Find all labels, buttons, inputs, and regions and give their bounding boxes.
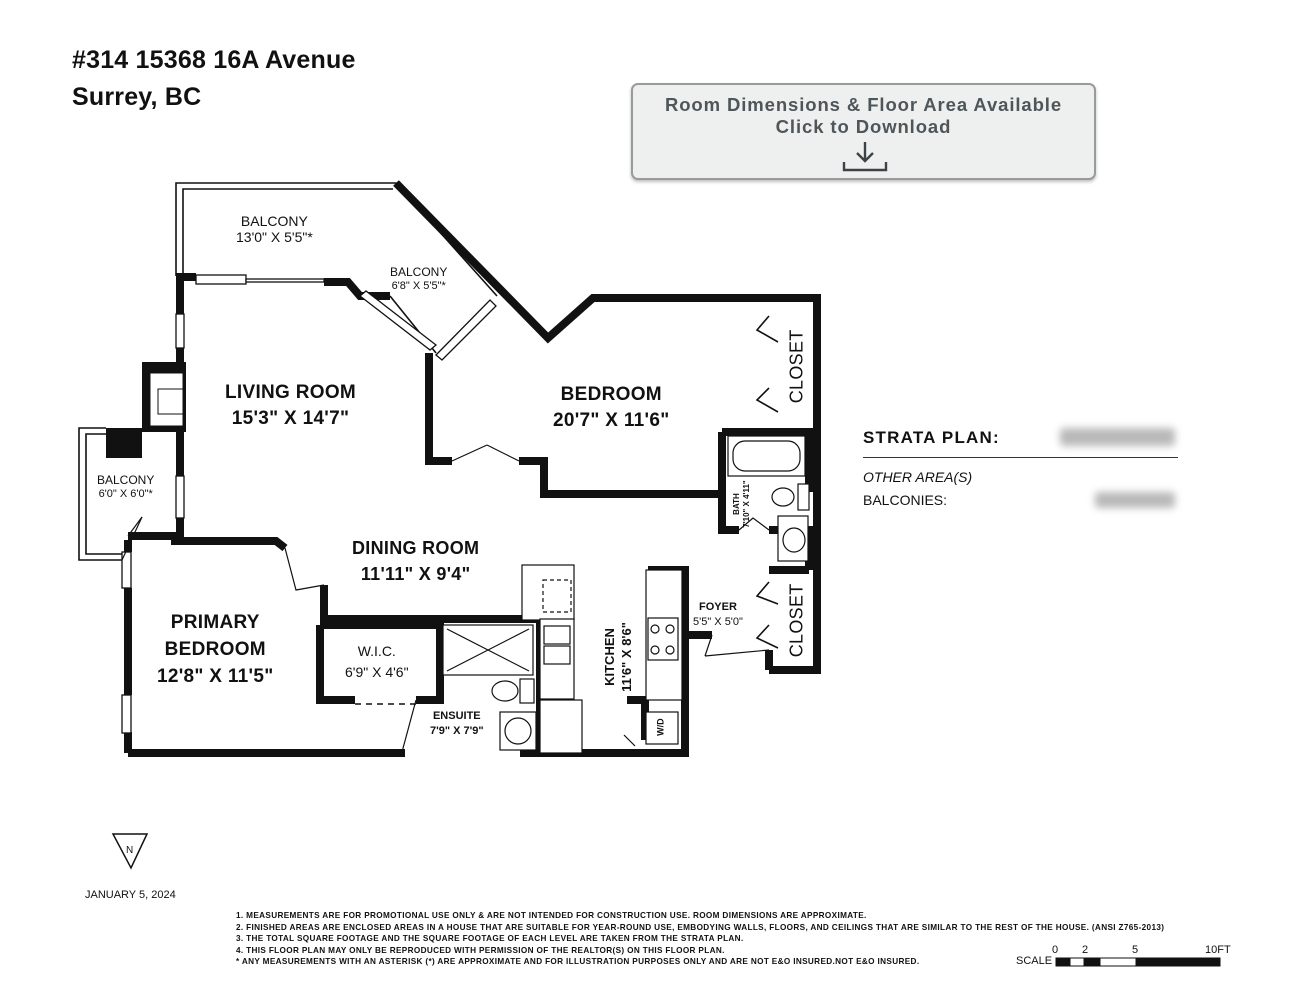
- note-line: 2. FINISHED AREAS ARE ENCLOSED AREAS IN …: [236, 922, 1165, 932]
- room-kitchen: KITCHEN 11'6" X 8'6": [601, 607, 635, 707]
- room-bedroom: BEDROOM 20'7" X 11'6": [553, 382, 670, 434]
- room-size: 13'0" X 5'5"*: [236, 229, 313, 246]
- closet-doors: [355, 315, 779, 705]
- closet-lower: CLOSET: [786, 583, 807, 658]
- room-size: 11'11" X 9'4": [360, 564, 471, 584]
- redacted-balconies-area: [1095, 492, 1175, 508]
- room-balcony-top: BALCONY 13'0" X 5'5"*: [236, 213, 313, 245]
- room-name: ENSUITE: [432, 710, 481, 722]
- room-name: PRIMARY: [170, 612, 260, 633]
- room-foyer: FOYER 5'5" X 5'0": [693, 600, 743, 630]
- room-name: W.I.C.: [357, 643, 396, 659]
- disclaimer-notes: 1. MEASUREMENTS ARE FOR PROMOTIONAL USE …: [236, 910, 1164, 968]
- room-size: 11'6" X 8'6": [619, 622, 634, 692]
- room-size: 5'5" X 5'0": [693, 616, 743, 628]
- room-name: BALCONY: [390, 265, 448, 279]
- strata-divider: [863, 457, 1178, 458]
- room-size: 15'3" X 14'7": [231, 408, 350, 429]
- windows: [121, 274, 325, 734]
- note-line: 3. THE TOTAL SQUARE FOOTAGE AND THE SQUA…: [236, 934, 744, 944]
- corner-glass-doors: [358, 290, 497, 361]
- ensuite-fixtures: [442, 624, 537, 751]
- address-line-1: #314 15368 16A Avenue: [72, 46, 356, 74]
- room-name: FOYER: [699, 601, 737, 613]
- kitchen-fixtures: [521, 564, 683, 754]
- scale-tick: 10FT: [1205, 944, 1231, 956]
- room-bath: BATH 7'10" X 4'11": [732, 474, 752, 534]
- room-living: LIVING ROOM 15'3" X 14'7": [225, 380, 356, 432]
- room-name: LIVING ROOM: [225, 382, 357, 403]
- address-line-2: Surrey, BC: [72, 83, 202, 111]
- compass-icon: [111, 833, 149, 870]
- room-name: DINING ROOM: [352, 538, 480, 558]
- room-size: 6'8" X 5'5"*: [391, 279, 446, 292]
- note-line: 1. MEASUREMENTS ARE FOR PROMOTIONAL USE …: [236, 911, 867, 920]
- other-areas-label: OTHER AREA(S): [863, 469, 973, 485]
- bath-fixtures: [727, 435, 810, 562]
- download-button-line1: Room Dimensions & Floor Area Available: [664, 94, 1063, 115]
- room-name: KITCHEN: [602, 628, 617, 686]
- room-wic: W.I.C. 6'9" X 4'6": [345, 641, 409, 683]
- plan-date: JANUARY 5, 2024: [85, 889, 176, 901]
- washer-dryer-label: W/D: [655, 718, 666, 736]
- redacted-strata-area: [1060, 428, 1175, 446]
- room-size: 6'9" X 4'6": [345, 664, 409, 680]
- balconies-label: BALCONIES:: [863, 492, 948, 508]
- room-name: BALCONY: [97, 473, 155, 487]
- fireplace: [149, 372, 184, 427]
- scale-tick: 2: [1082, 944, 1089, 956]
- door-swings: [121, 444, 770, 753]
- room-name: BATH: [732, 493, 741, 515]
- compass-label: N: [126, 845, 134, 856]
- room-size: 6'0" X 6'0"*: [98, 487, 153, 500]
- room-ensuite: ENSUITE 7'9" X 7'9": [430, 709, 484, 739]
- room-balcony-corner: BALCONY 6'8" X 5'5"*: [390, 265, 448, 292]
- room-name: BEDROOM: [560, 384, 662, 405]
- download-floor-area-button[interactable]: Room Dimensions & Floor Area Available C…: [631, 83, 1096, 180]
- room-size: 7'9" X 7'9": [430, 725, 484, 737]
- note-line: * ANY MEASUREMENTS WITH AN ASTERISK (*) …: [236, 957, 920, 967]
- scale-tick: 5: [1132, 944, 1139, 956]
- room-name: BALCONY: [240, 213, 308, 229]
- scale-tick: 0: [1052, 944, 1059, 956]
- download-icon: [842, 142, 888, 172]
- room-balcony-left: BALCONY 6'0" X 6'0"*: [97, 473, 155, 500]
- strata-plan-title: STRATA PLAN:: [863, 428, 1000, 447]
- room-size: 7'10" X 4'11": [742, 480, 751, 528]
- scale-label: SCALE: [1016, 955, 1053, 967]
- room-size: 20'7" X 11'6": [553, 410, 670, 431]
- room-size: 12'8" X 11'5": [157, 666, 274, 687]
- note-line: 4. THIS FLOOR PLAN MAY ONLY BE REPRODUCE…: [236, 945, 725, 955]
- room-name-2: BEDROOM: [164, 639, 266, 660]
- room-primary-bedroom: PRIMARY BEDROOM 12'8" X 11'5": [157, 609, 274, 690]
- download-button-line2: Click to Download: [775, 116, 952, 137]
- room-dining: DINING ROOM 11'11" X 9'4": [352, 535, 479, 587]
- scale-bar: [1055, 957, 1221, 967]
- closet-upper: CLOSET: [786, 329, 807, 404]
